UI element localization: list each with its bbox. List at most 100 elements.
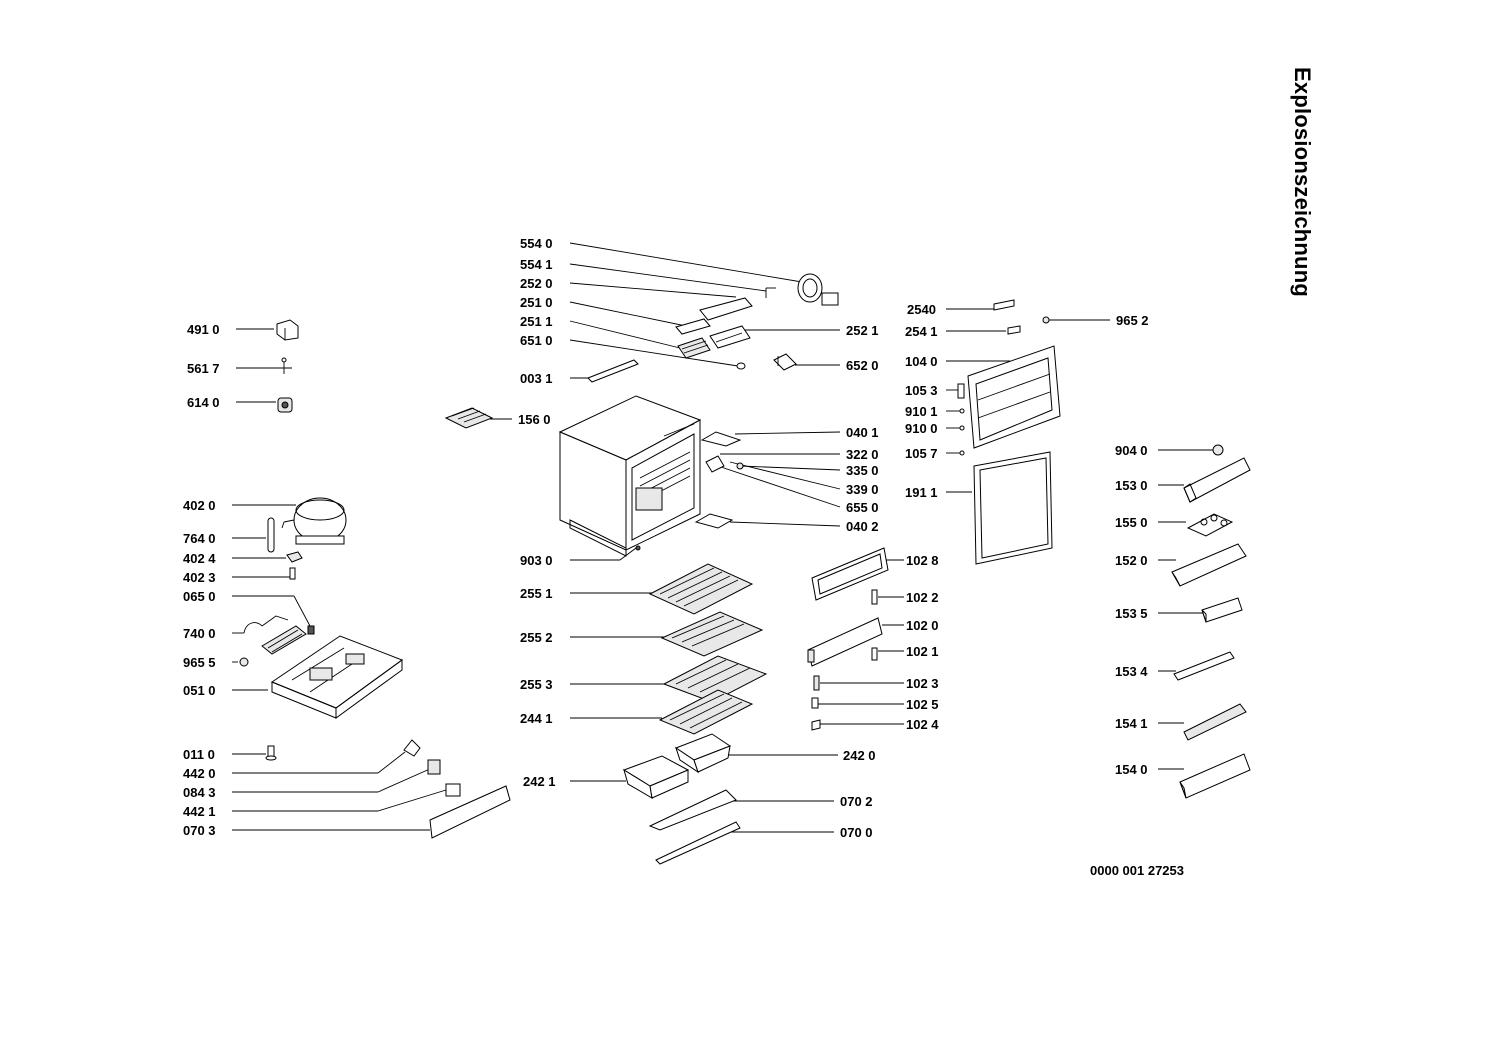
part-label-4910: 491 0 [187,322,220,337]
part-label-1911: 191 1 [905,485,938,500]
part-label-9652: 965 2 [1116,313,1149,328]
shelf-4-drawing [658,689,754,735]
washer-drawing [736,462,744,470]
part-label-0510: 051 0 [183,683,216,698]
part-label-1028: 102 8 [906,553,939,568]
hinge-pin-drawing [705,455,725,473]
part-label-2420: 242 0 [843,748,876,763]
connector-drawing [307,625,315,635]
ice-tray-drawing [444,407,494,429]
part-label-2552: 255 2 [520,630,553,645]
part-label-2421: 242 1 [523,774,556,789]
door-tray-drawing [1183,703,1247,741]
part-label-1541: 154 1 [1115,716,1148,731]
egg-tray-drawing [1186,513,1234,537]
thermostat-knob-drawing [277,397,293,413]
part-label-7400: 740 0 [183,626,216,641]
crisper-large-drawing [622,755,690,799]
door-clip-drawing [871,647,878,661]
part-label-1540: 154 0 [1115,762,1148,777]
foot-screw-drawing [265,745,277,761]
part-label-7640: 764 0 [183,531,216,546]
part-label-1053: 105 3 [905,383,938,398]
part-label-0703: 070 3 [183,823,216,838]
part-label-9030: 903 0 [520,553,553,568]
cabinet-body-drawing [558,395,702,557]
part-label-3220: 322 0 [846,447,879,462]
document-number: 0000 001 27253 [1090,863,1184,878]
part-label-0401: 040 1 [846,425,879,440]
upper-hinge-drawing [700,431,742,447]
part-label-2521: 252 1 [846,323,879,338]
part-label-0700: 070 0 [840,825,873,840]
toe-board-drawing [429,785,511,839]
shelf-2-drawing [660,611,764,657]
part-label-1560: 156 0 [518,412,551,427]
small-bin-drawing [1201,597,1243,623]
part-label-6140: 614 0 [187,395,220,410]
door-shelf-drawing [1171,543,1247,587]
condenser-coil-drawing [243,615,307,655]
thermostat-housing-drawing [675,297,753,370]
part-label-0843: 084 3 [183,785,216,800]
part-label-9655: 965 5 [183,655,216,670]
part-label-2520: 252 0 [520,276,553,291]
screw-drawing [239,657,249,667]
hinge-top-drawing [773,353,797,371]
part-label-4023: 402 3 [183,570,216,585]
part-label-0702: 070 2 [840,794,873,809]
part-label-0650: 065 0 [183,589,216,604]
part-label-5540: 554 0 [520,236,553,251]
part-label-0110: 011 0 [183,747,215,762]
part-label-0031: 003 1 [520,371,553,386]
part-label-1535: 153 5 [1115,606,1148,621]
door-seal-drawing [973,451,1053,565]
leader-lines [232,242,1214,833]
latch-drawing [813,675,820,691]
part-label-0402: 040 2 [846,519,879,534]
part-label-6550: 655 0 [846,500,879,515]
part-label-4020: 402 0 [183,498,216,513]
part-label-1025: 102 5 [906,697,939,712]
pad-drawing [811,719,821,731]
part-label-1022: 102 2 [906,590,939,605]
part-label-1057: 105 7 [905,446,938,461]
flap-hinge-drawing [871,589,878,605]
compressor-drawing [281,497,347,545]
fan-assembly-drawing [765,273,839,306]
spring-clip-drawing [289,567,296,580]
cover-frame-drawing [648,789,737,831]
butter-compartment-drawing [1183,457,1251,503]
dryer-drawing [267,517,275,553]
part-label-1530: 153 0 [1115,478,1148,493]
part-label-9100: 910 0 [905,421,938,436]
crisper-small-drawing [674,733,732,774]
clip-drawing [274,357,292,374]
part-label-1534: 153 4 [1115,664,1148,679]
part-label-1024: 102 4 [906,717,939,732]
door-drawing [957,299,1061,456]
shelf-3-drawing [662,655,768,703]
part-label-4421: 442 1 [183,804,216,819]
rod-drawing [587,359,639,383]
part-label-1020: 102 0 [906,618,939,633]
part-label-1040: 104 0 [905,354,938,369]
part-label-9101: 910 1 [905,404,938,419]
part-label-1520: 152 0 [1115,553,1148,568]
lamp-holder-drawing [403,739,461,797]
bottle-shelf-drawing [1179,753,1251,799]
latch-cover-drawing [811,697,819,709]
part-label-6520: 652 0 [846,358,879,373]
lower-hinge-drawing [694,513,734,529]
part-label-4420: 442 0 [183,766,216,781]
rail-drawing [655,821,741,865]
part-label-3350: 335 0 [846,463,879,478]
freezer-door-drawing [807,617,883,667]
base-tray-drawing [270,635,404,719]
part-label-5617: 561 7 [187,361,220,376]
part-label-2540: 2540 [907,302,936,317]
part-label-1550: 155 0 [1115,515,1148,530]
part-label-2553: 255 3 [520,677,553,692]
